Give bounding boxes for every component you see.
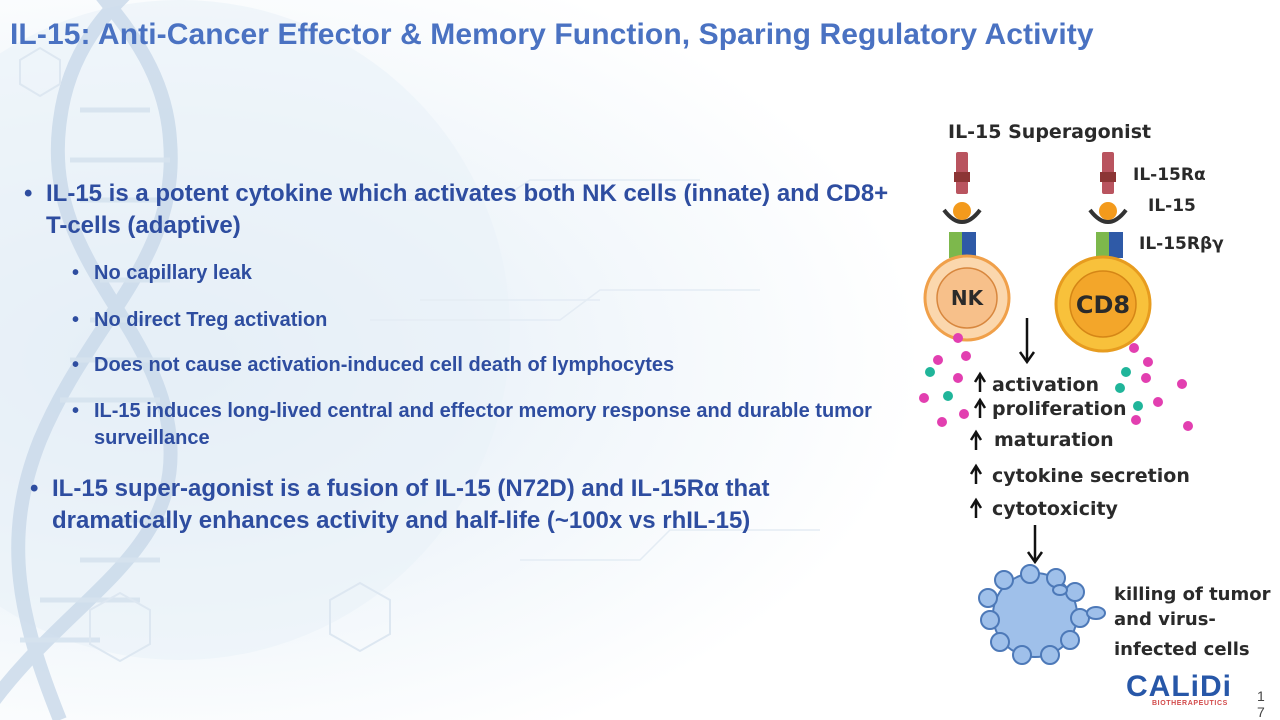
bullet-dot-icon: • [72, 354, 80, 376]
nk-nucleus-icon [936, 267, 998, 329]
bullet-sub-2-text: No direct Treg activation [94, 309, 328, 331]
receptor-cup-icon [942, 208, 982, 224]
bullet-main-2-text: IL-15 super-agonist is a fusion of IL-15… [52, 475, 770, 534]
effect-cytotoxicity: cytotoxicity [992, 498, 1119, 520]
il15-ligand-icon [953, 202, 971, 220]
il15-mechanism-diagram: IL-15 Superagonist NK CD8 IL-15Rα IL-15 … [919, 121, 1271, 665]
effect-activation: activation [992, 374, 1099, 396]
cd8-cell-label: CD8 [1076, 291, 1130, 319]
bullet-main-2: • IL-15 super-agonist is a fusion of IL-… [30, 473, 872, 537]
cd8-nucleus-icon [1069, 270, 1137, 338]
outcome-line-2: and virus- [1114, 609, 1216, 630]
effect-proliferation: proliferation [992, 398, 1127, 420]
up-arrow-icon [969, 463, 983, 484]
il15-r-alpha-band-icon [954, 172, 970, 182]
bullet-sub-3-text: Does not cause activation-induced cell d… [94, 354, 675, 376]
effect-list: activation proliferation maturation cyto… [969, 371, 1190, 520]
il15-ligand-icon [1099, 202, 1117, 220]
bullet-sub-2: • No direct Treg activation [72, 307, 894, 334]
effect-maturation: maturation [994, 429, 1114, 451]
outcome-line-1: killing of tumor [1114, 584, 1271, 605]
bullet-sub-3: • Does not cause activation-induced cell… [72, 352, 894, 379]
bullet-dot-icon: • [72, 262, 80, 284]
calidi-logo: CALiDi [1126, 670, 1232, 703]
bullet-dot-icon: • [24, 180, 33, 207]
receptor-cup-icon [1088, 208, 1128, 224]
bullet-main-1-text: IL-15 is a potent cytokine which activat… [46, 180, 889, 239]
page-title: IL-15: Anti-Cancer Effector & Memory Fun… [10, 18, 1094, 51]
up-arrow-icon [973, 371, 987, 392]
page-number: 17 [1257, 688, 1265, 720]
up-arrow-icon [973, 397, 987, 418]
il15-r-alpha-band-icon [1100, 172, 1116, 182]
nk-receptor-complex [942, 152, 982, 258]
down-arrow-icon [1018, 318, 1036, 365]
calidi-logo-subtitle: BIOTHERAPEUTICS [1152, 700, 1228, 707]
bullet-sub-1-text: No capillary leak [94, 262, 252, 284]
up-arrow-icon [969, 429, 983, 450]
down-arrow-icon [1026, 525, 1044, 565]
effect-cytokine-secretion: cytokine secretion [992, 465, 1190, 487]
cytokine-dots [919, 333, 1193, 431]
label-il15-r-beta-gamma: IL-15Rβγ [1139, 234, 1224, 254]
up-arrow-icon [969, 497, 983, 518]
cd8-receptor-complex [1088, 152, 1128, 258]
outcome-line-3: infected cells [1114, 639, 1250, 660]
label-il15: IL-15 [1148, 196, 1196, 216]
bullet-main-1: • IL-15 is a potent cytokine which activ… [24, 178, 906, 242]
il15-r-gamma-icon [962, 232, 976, 258]
bullet-dot-icon: • [72, 400, 80, 422]
nk-cell-label: NK [951, 286, 985, 310]
diagram-header: IL-15 Superagonist [948, 121, 1151, 143]
bullet-sub-1: • No capillary leak [72, 260, 894, 287]
bullet-dot-icon: • [30, 475, 39, 502]
il15-r-beta-icon [1096, 232, 1110, 258]
bullet-dot-icon: • [72, 309, 80, 331]
bullet-sub-4: • IL-15 induces long-lived central and e… [72, 398, 874, 452]
il15-r-beta-icon [949, 232, 963, 258]
il15-r-gamma-icon [1109, 232, 1123, 258]
tumor-cell-icon [978, 564, 1106, 665]
label-il15-r-alpha: IL-15Rα [1133, 165, 1206, 185]
bullet-sub-4-text: IL-15 induces long-lived central and eff… [94, 400, 872, 449]
